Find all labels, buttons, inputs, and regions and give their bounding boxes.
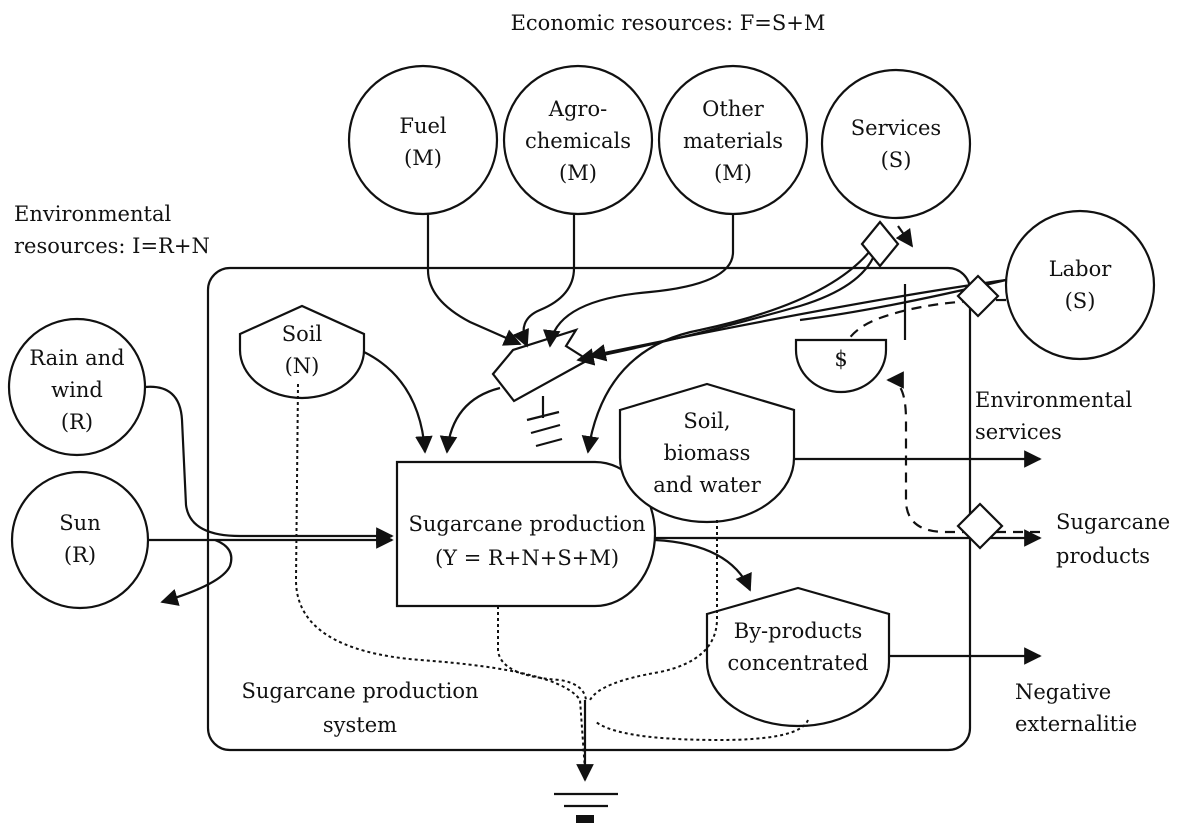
environmental-services-label-2: services [975,420,1062,444]
services-to-process-flow [581,239,879,454]
byproducts-label-2: concentrated [728,651,869,675]
byproducts-heat-flow [595,719,809,742]
other-label-2: materials [683,129,783,153]
agro-flow [512,214,576,348]
soil-to-process-flow [363,351,433,454]
services-type: (S) [881,148,912,172]
other-materials-flow [542,214,735,348]
labor-source: Labor (S) [1004,209,1156,361]
agrochemicals-source: Agro- chemicals (M) [502,64,654,216]
labor-type: (S) [1065,289,1096,313]
agro-label-2: chemicals [525,129,631,153]
process-heat-flow [497,606,587,701]
sales-transaction-diamond [956,502,1004,550]
byproducts-storage: By-products concentrated [705,586,891,728]
system-label-2: system [323,713,397,737]
rain-label-1: Rain and [29,346,124,370]
soil-biomass-label-1: Soil, [683,409,730,433]
negative-externalities-label-1: Negative [1015,680,1111,704]
agro-label-1: Agro- [548,97,607,121]
services-flow [576,241,880,366]
services-payment-flow [895,225,914,248]
labor-flow [588,278,1007,362]
sun-label: Sun [59,511,100,535]
system-label-1: Sugarcane production [242,679,479,703]
sugarcane-products-label-1: Sugarcane [1056,510,1170,534]
soil-heat-flow [294,383,586,771]
sun-type: (R) [64,543,96,567]
soil-storage: Soil (N) [238,304,366,400]
services-label: Services [851,116,941,140]
byproducts-flow [654,538,752,592]
process-label: Sugarcane production [409,512,646,536]
fuel-label: Fuel [399,114,447,138]
sales-money-flow [886,371,1040,534]
sugarcane-products-label-2: products [1056,544,1150,568]
byproducts-label-1: By-products [734,619,862,643]
environmental-services-label-1: Environmental [975,388,1132,412]
heat-sink-icon [554,700,618,823]
other-type: (M) [714,161,752,185]
interaction-to-process-flow [439,386,501,454]
soil-label: Soil [282,322,323,346]
money-storage: $ [794,338,888,394]
rain-label-2: wind [51,378,103,402]
environmental-resources-label-2: resources: I=R+N [14,234,210,258]
services-source: Services (S) [820,68,972,220]
soil-biomass-label-3: and water [653,473,762,497]
process-equation: (Y = R+N+S+M) [435,546,619,570]
negative-externalities-label-2: externalitie [1015,712,1137,736]
sun-source: Sun (R) [10,470,150,610]
system-boundary [206,266,972,752]
economic-resources-title: Economic resources: F=S+M [511,11,826,35]
soil-biomass-heat-flow [589,520,718,701]
fuel-type: (M) [404,146,442,170]
soil-biomass-label-2: biomass [664,441,751,465]
other-materials-source: Other materials (M) [657,64,809,216]
soil-type: (N) [285,354,320,378]
labor-label: Labor [1049,257,1113,281]
sugarcane-production-process: Sugarcane production (Y = R+N+S+M) [395,460,657,608]
fuel-source: Fuel (M) [347,64,499,216]
money-label: $ [834,347,847,371]
sun-reflection-flow [160,538,233,606]
rain-flow [144,385,394,545]
agro-type: (M) [559,161,597,185]
rain-type: (R) [61,410,93,434]
environmental-resources-label-1: Environmental [14,202,171,226]
soil-biomass-water-storage: Soil, biomass and water [618,382,796,524]
other-label-1: Other [702,97,765,121]
interaction-symbol [491,328,591,403]
labor-transaction-diamond [956,274,1000,318]
interaction-heat-sink [526,396,563,448]
fuel-flow [426,214,522,346]
rain-wind-source: Rain and wind (R) [7,317,147,457]
services-transaction-diamond [860,220,900,268]
